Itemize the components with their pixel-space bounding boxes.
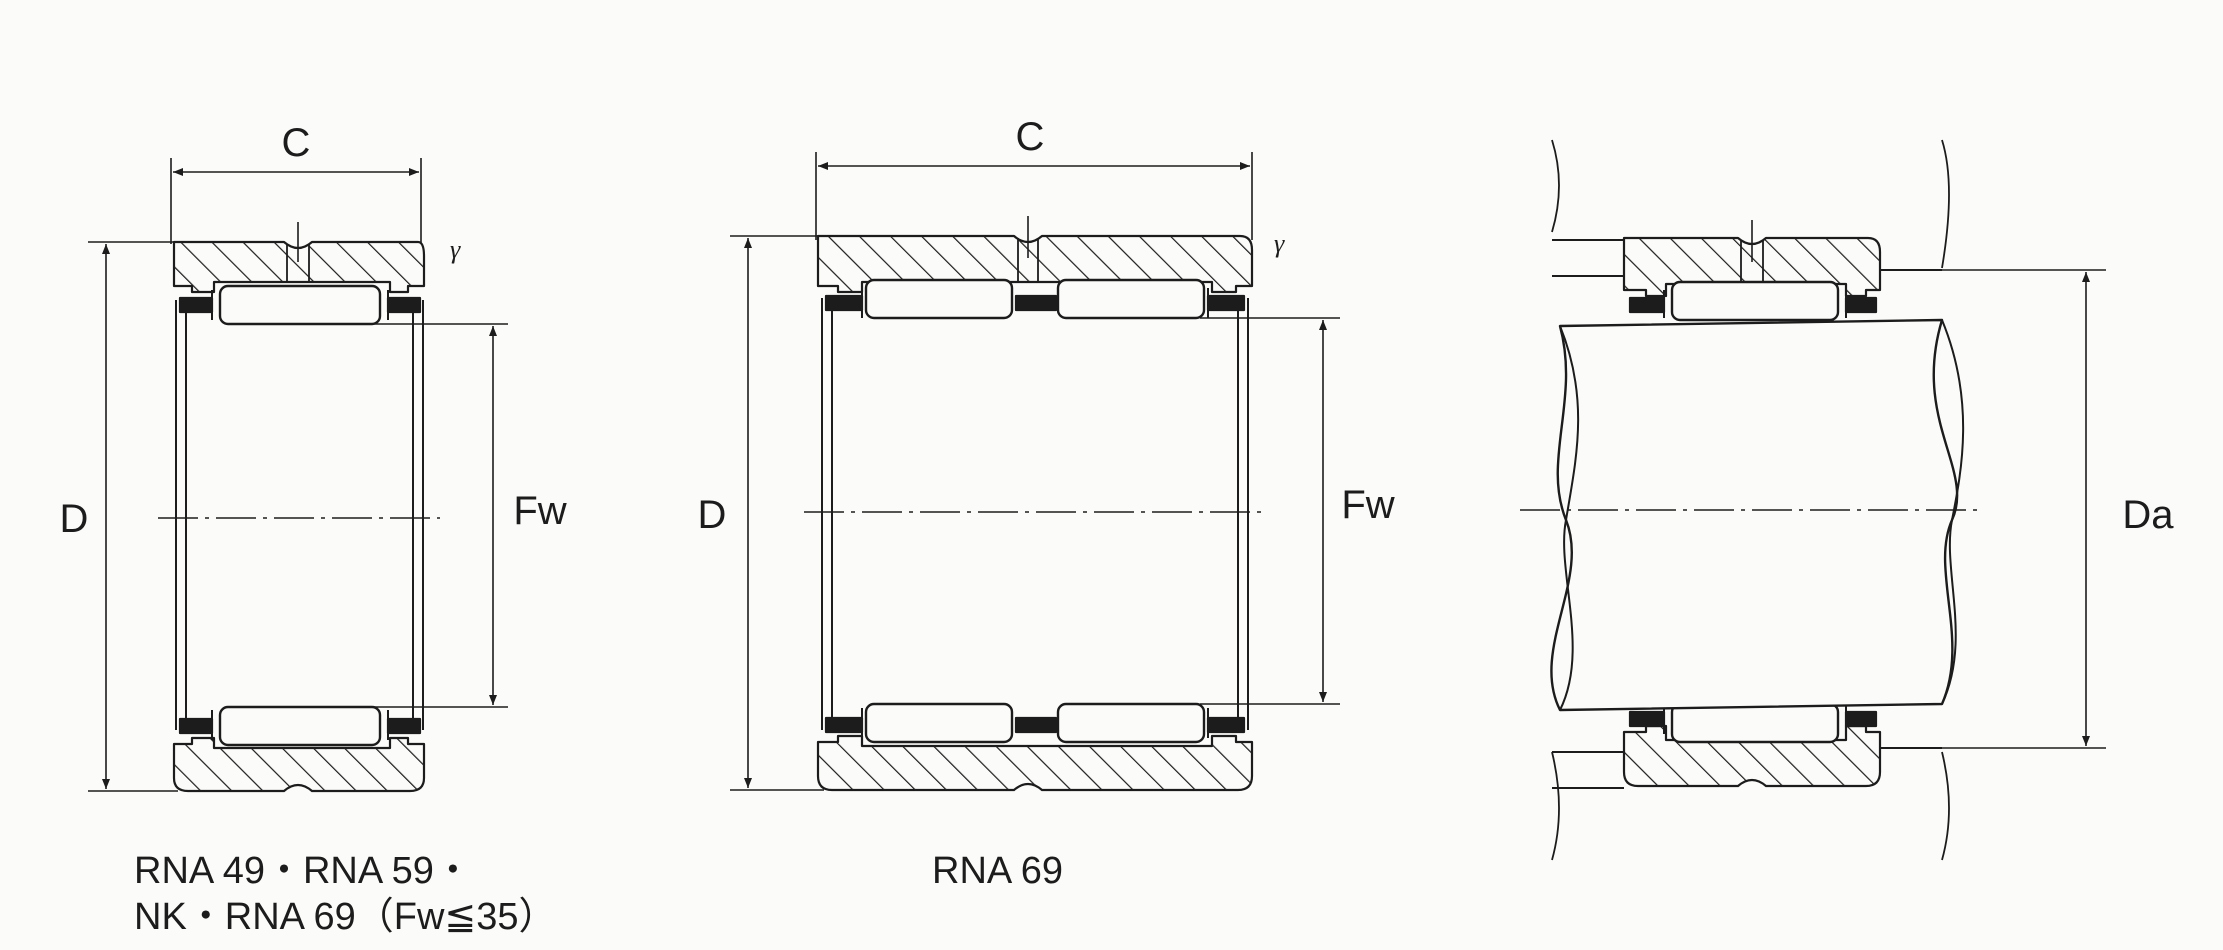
fig3-shaft [1550, 318, 1959, 712]
fig2-needle-roller-bottom-left [864, 702, 1014, 744]
fig2-caption: RNA 69 [932, 848, 1063, 894]
fig2-needle-roller-top-right [1056, 278, 1206, 320]
fig1-outer-ring-top [172, 240, 426, 294]
fig2-fw-label: Fw [1341, 483, 1394, 527]
fig2-needle-roller-top-left [864, 278, 1014, 320]
fig2-gamma-label: γ [1274, 229, 1285, 258]
fig1-needle-roller-top [218, 284, 382, 326]
fig1-needle-roller-bottom [218, 705, 382, 747]
fig3-needle-roller-top [1670, 280, 1840, 322]
fig3-da-label: Da [2122, 493, 2174, 537]
fig1-fw-label: Fw [513, 489, 566, 533]
fig1-c-label: C [282, 121, 311, 165]
fig1-caption-line-1: RNA 49・RNA 59・ [134, 850, 472, 892]
fig3-housing-break-right [1941, 139, 1950, 269]
fig2-outer-ring-bottom [816, 734, 1254, 792]
fig3-mounting-diagram [1520, 139, 2106, 861]
fig3-housing-break-left [1551, 139, 1560, 233]
fig1-outer-ring-bottom [172, 736, 426, 793]
fig2-d-label: D [698, 493, 727, 537]
fig2-c-label: C [1016, 115, 1045, 159]
fig1-bearing-section [88, 158, 508, 793]
fig2-bearing-section [730, 152, 1340, 792]
fig1-d-label: D [60, 497, 89, 541]
fig1-caption: RNA 49・RNA 59・ NK・RNA 69（Fw≦35） [134, 848, 557, 940]
fig1-gamma-label: γ [450, 235, 461, 264]
fig2-outer-ring-top [816, 234, 1254, 294]
fig3-needle-roller-bottom [1670, 702, 1840, 744]
fig2-needle-roller-bottom-right [1056, 702, 1206, 744]
fig1-caption-line-2: NK・RNA 69（Fw≦35） [134, 896, 557, 938]
fig2-caption-line-1: RNA 69 [932, 850, 1063, 892]
